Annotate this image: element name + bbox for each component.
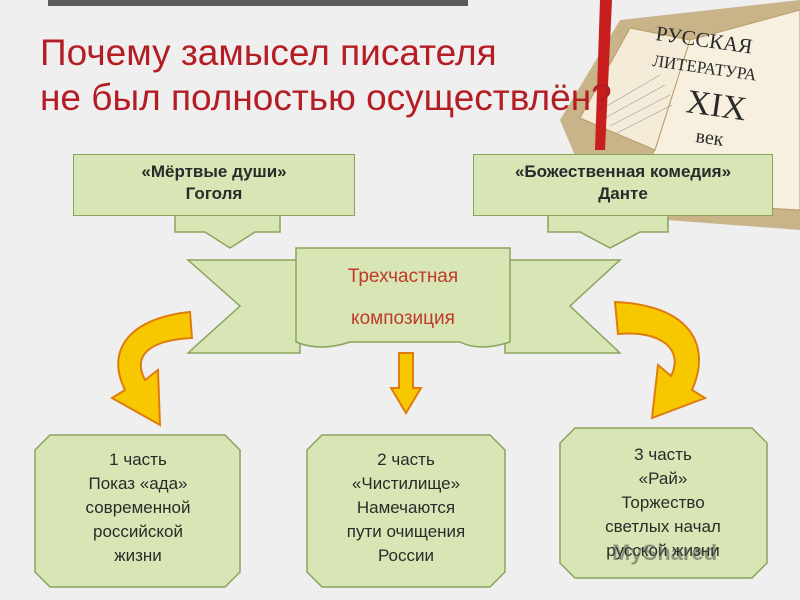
part-1-text: 1 часть Показ «ада» современной российск… — [40, 448, 236, 568]
center-label-line1: Трехчастная — [347, 266, 459, 287]
part-3-line3: Торжество — [621, 493, 705, 512]
source-box-gogol: «Мёртвые души» Гоголя — [73, 154, 355, 216]
center-down-arrow — [389, 352, 423, 415]
right-curved-arrow — [613, 300, 708, 420]
part-2-line4: пути очищения — [346, 522, 466, 541]
title-line-2: не был полностью осуществлён? — [40, 77, 612, 118]
source-box-dante: «Божественная комедия» Данте — [473, 154, 773, 216]
ribbon-right — [504, 259, 622, 354]
source-dante-line2: Данте — [598, 184, 648, 203]
part-3-line5: русской жизни — [606, 541, 720, 560]
part-box-2 — [306, 434, 506, 588]
right-down-arrow — [547, 213, 669, 249]
part-2-text: 2 часть «Чистилище» Намечаются пути очищ… — [310, 448, 502, 568]
part-1-line4: российской — [93, 522, 183, 541]
part-2-line5: России — [377, 546, 435, 565]
slide-title: Почему замысел писателя не был полностью… — [40, 30, 760, 120]
part-2-line3: Намечаются — [356, 498, 456, 517]
part-3-line2: «Рай» — [638, 469, 688, 488]
ribbon-left — [186, 259, 301, 354]
source-dante-line1: «Божественная комедия» — [514, 162, 732, 181]
part-3-text: 3 часть «Рай» Торжество светлых начал ру… — [565, 443, 761, 563]
part-1-line1: 1 часть — [109, 450, 167, 469]
part-3-line1: 3 часть — [634, 445, 692, 464]
left-down-arrow — [174, 213, 281, 249]
part-3-line4: светлых начал — [605, 517, 721, 536]
ribbon-center — [295, 247, 511, 348]
book-text-3: XIX — [684, 83, 749, 128]
part-1-line5: жизни — [114, 546, 162, 565]
part-box-3 — [559, 427, 768, 579]
top-strip — [48, 0, 468, 6]
part-2-line1: 2 часть — [377, 450, 435, 469]
center-label-line2: композиция — [351, 308, 455, 329]
book-text-4: век — [694, 125, 725, 151]
watermark: MyShared — [612, 540, 718, 565]
source-gogol-line2: Гоголя — [185, 184, 243, 203]
source-gogol-line1: «Мёртвые души» — [141, 162, 287, 181]
part-1-line2: Показ «ада» — [88, 474, 188, 493]
left-curved-arrow — [110, 310, 194, 427]
part-2-line2: «Чистилище» — [351, 474, 461, 493]
part-box-1 — [34, 434, 241, 588]
part-1-line3: современной — [85, 498, 191, 517]
title-line-1: Почему замысел писателя — [40, 32, 497, 73]
